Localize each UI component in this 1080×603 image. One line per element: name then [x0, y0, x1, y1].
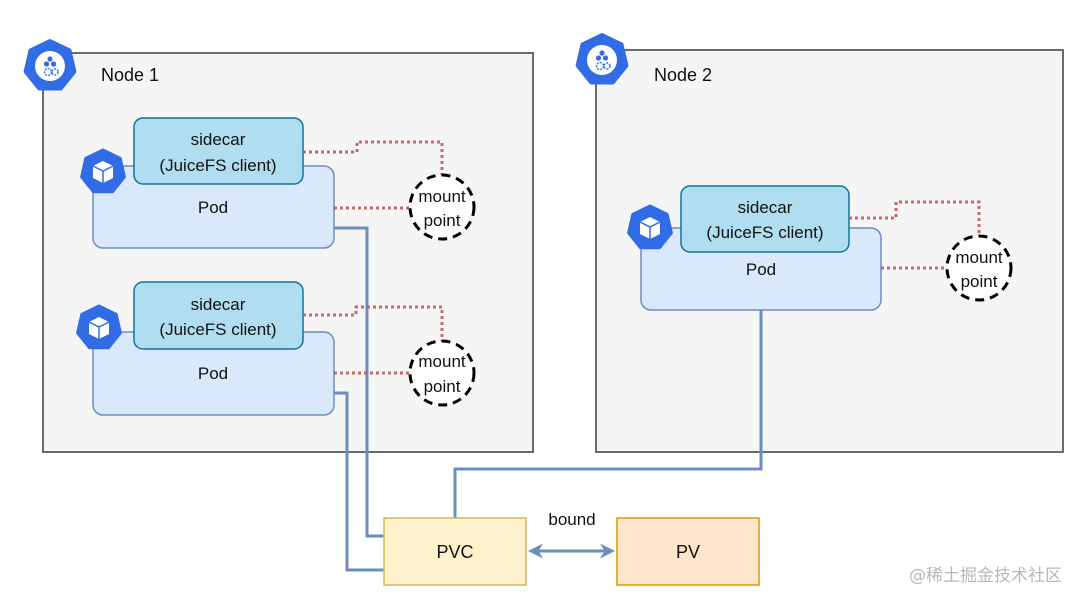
- pv-label: PV: [676, 542, 700, 562]
- pod-1-label: Pod: [198, 198, 228, 217]
- node-1-label: Node 1: [101, 65, 159, 85]
- bound-label: bound: [548, 510, 595, 529]
- mount-point-2-line2: point: [424, 377, 461, 396]
- mount-point-2-line1: mount: [418, 352, 466, 371]
- kubernetes-pod-icon: [76, 304, 122, 350]
- kubernetes-pod-icon: [80, 148, 126, 194]
- sidecar-1-subtitle: (JuiceFS client): [159, 156, 276, 175]
- sidecar-1-title: sidecar: [191, 130, 246, 149]
- mount-point-3: [945, 234, 1013, 302]
- sidecar-2-to-mount-link: [303, 305, 444, 342]
- pod-3-group: Pod sidecar (JuiceFS client) mount point: [627, 185, 1013, 311]
- mount-point-1-line1: mount: [418, 187, 466, 206]
- sidecar-1-to-mount-link: [303, 140, 444, 180]
- mount-point-1-line2: point: [424, 211, 461, 230]
- pv-box: [616, 517, 760, 586]
- pod-3-to-pvc-link: [453, 310, 763, 518]
- sidecar-3-box: [680, 185, 850, 253]
- node-2-label: Node 2: [654, 65, 712, 85]
- sidecar-3-title: sidecar: [738, 198, 793, 217]
- pod-3-label: Pod: [746, 260, 776, 279]
- mount-point-2: [408, 339, 476, 407]
- sidecar-3-subtitle: (JuiceFS client): [706, 223, 823, 242]
- storage-group: PVC PV bound: [383, 510, 760, 586]
- pod-2-to-pvc-link: [333, 391, 385, 572]
- pod-1-to-pvc-link: [333, 226, 385, 538]
- kubernetes-node-icon: [23, 39, 77, 91]
- mount-point-3-line2: point: [961, 272, 998, 291]
- mount-point-1: [408, 173, 476, 241]
- pod-2-label: Pod: [198, 364, 228, 383]
- pvc-box: [383, 517, 527, 586]
- mount-point-3-line1: mount: [955, 248, 1003, 267]
- pod-2-group: Pod sidecar (JuiceFS client) mount point: [76, 281, 476, 416]
- sidecar-2-title: sidecar: [191, 295, 246, 314]
- watermark: @稀土掘金技术社区: [909, 566, 1062, 586]
- sidecar-2-subtitle: (JuiceFS client): [159, 320, 276, 339]
- kubernetes-pod-icon: [627, 204, 673, 250]
- pvc-label: PVC: [436, 542, 473, 562]
- sidecar-3-to-mount-link: [849, 200, 981, 236]
- pod-1-group: Pod sidecar (JuiceFS client) mount point: [80, 117, 476, 249]
- kubernetes-node-icon: [575, 33, 629, 85]
